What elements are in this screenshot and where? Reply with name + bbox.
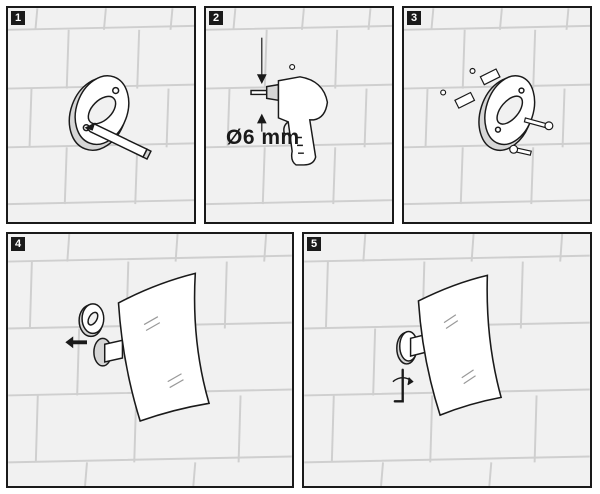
- mirror: [417, 274, 503, 417]
- step-4-illustration: [8, 234, 292, 486]
- step-1-illustration: [8, 8, 194, 206]
- arrow-left-icon: [65, 336, 87, 349]
- mirror: [117, 272, 211, 423]
- tile-grid: [404, 8, 590, 206]
- drill-diameter-label: Ø6 mm: [226, 126, 300, 149]
- drill-icon: [250, 76, 329, 166]
- step-1-panel: 1: [6, 6, 196, 224]
- mounting-plate: [78, 303, 105, 338]
- step-2-illustration: [206, 8, 392, 206]
- screw-icon: [509, 117, 554, 156]
- step-3-illustration: [404, 8, 590, 206]
- mounting-plate: [478, 75, 536, 151]
- dimension-arrows: [256, 37, 267, 132]
- step-4-panel: 4: [6, 232, 294, 488]
- step-5-panel: 5: [302, 232, 592, 488]
- step-number-badge: 2: [209, 11, 223, 25]
- marked-hole: [289, 63, 296, 71]
- wall-holes: [440, 67, 476, 96]
- mirror-mount: [93, 337, 124, 367]
- step-number-badge: 5: [307, 237, 321, 251]
- step-3-panel: 3: [402, 6, 592, 224]
- step-number-badge: 1: [11, 11, 25, 25]
- step-number-badge: 3: [407, 11, 421, 25]
- step-5-illustration: [304, 234, 590, 486]
- step-number-badge: 4: [11, 237, 25, 251]
- step-2-panel: 2 Ø6 mm: [204, 6, 394, 224]
- wall-plug-icon: [454, 68, 501, 109]
- allen-key-icon: [393, 368, 404, 403]
- pencil-icon: [84, 122, 152, 161]
